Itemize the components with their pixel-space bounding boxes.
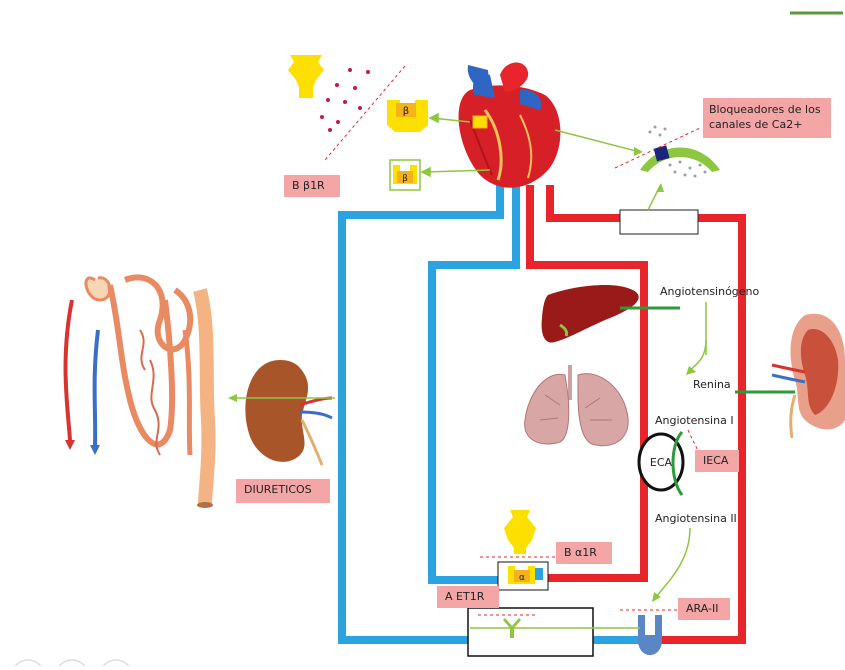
box-to-ca-arrowhead — [656, 183, 664, 192]
lungs-icon — [525, 365, 628, 446]
nephron-icon — [65, 277, 213, 508]
b-alpha1r-label: B α1R — [556, 542, 612, 564]
vein-to-kidney-arrowhead — [228, 394, 237, 402]
ca-channel-box — [620, 210, 698, 234]
angiotensinogeno-label: Angiotensinógeno — [660, 285, 759, 298]
angiotensina-2-label: Angiotensina II — [655, 512, 737, 525]
angiotensin2-to-receptor-curve — [655, 528, 690, 598]
beta-receptor-1-icon: β — [387, 100, 428, 132]
beta-agonist-ligand-icon — [288, 55, 324, 98]
inner-vein-loop — [432, 185, 516, 580]
alpha-symbol: α — [519, 573, 525, 583]
angiotensina-1-label: Angiotensina I — [655, 414, 734, 427]
heart-to-ca-arrow — [555, 130, 640, 152]
renina-arrowhead — [686, 366, 696, 375]
neurotransmitter-dots — [320, 68, 370, 132]
ca-blockers-line-1: Bloqueadores de los — [709, 102, 825, 117]
beta-symbol-2: β — [402, 174, 408, 184]
bottom-decor-circles — [12, 660, 132, 666]
kidney-right-icon — [772, 314, 845, 438]
heart-beta-site — [473, 116, 487, 128]
kidney-left-icon — [245, 360, 332, 465]
liver-icon — [542, 285, 639, 343]
ara-ii-label: ARA-II — [678, 598, 730, 620]
ieca-label: IECA — [695, 450, 739, 472]
alpha-agonist-ligand-icon — [504, 510, 536, 554]
at1-receptor-icon — [638, 615, 662, 655]
b-beta1r-label: B β1R — [284, 175, 340, 197]
renina-label: Renina — [693, 378, 731, 391]
beta-receptor-2-icon: β — [390, 160, 420, 190]
diureticos-label: DIURETICOS — [236, 479, 330, 503]
ca-blockers-line-2: canales de Ca2+ — [709, 117, 825, 132]
renina-curve — [688, 340, 706, 372]
eca-label: ECA — [650, 456, 673, 469]
ca-blockers-label: Bloqueadores de los canales de Ca2+ — [703, 98, 831, 138]
heart-to-ca-arrowhead — [634, 147, 643, 156]
beta-symbol-1: β — [403, 106, 409, 117]
a-et1r-label: A ET1R — [437, 586, 499, 608]
